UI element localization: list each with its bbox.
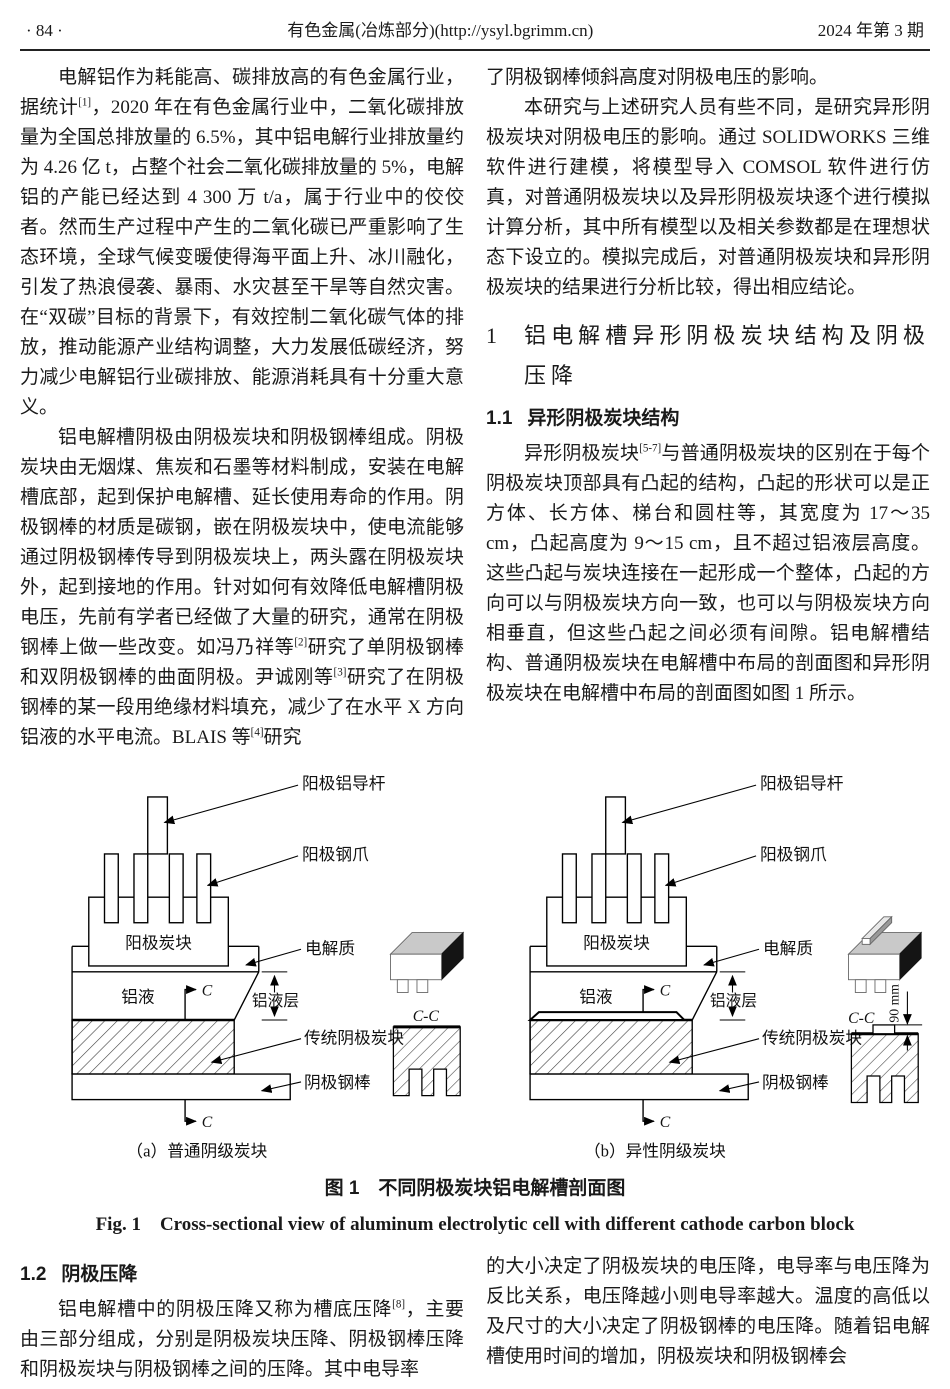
label-cathode-bar-a: 阴极钢棒 (304, 1073, 371, 1092)
label-cathode-block-a: 传统阴极炭块 (304, 1029, 404, 1048)
paragraph: 本研究与上述研究人员有些不同，是研究异形阴极炭块对阴极电压的影响。通过 SOLI… (486, 97, 930, 298)
block-3d-a (389, 931, 465, 993)
label-90mm-b: 90 mm (887, 984, 902, 1023)
section-1-heading: 1 铝电解槽异形阴极炭块结构及阴极压降 (486, 316, 930, 396)
section-cc-a (392, 1025, 461, 1097)
label-anode-block-b: 阳极炭块 (583, 933, 650, 952)
bottom-right-column: 的大小决定了阴极炭块的电压降，电导率与电压降为反比关系，电压降越小则电导率越大。… (486, 1252, 930, 1385)
paragraph: 了阴极钢棒倾斜高度对阴极电压的影响。 (486, 67, 829, 88)
section-1-2-heading: 1.2 阴极压降 (20, 1261, 464, 1289)
label-anode-claw-b: 阳极钢爪 (760, 845, 827, 864)
label-cathode-block-b: 传统阴极炭块 (762, 1029, 862, 1048)
label-aluminum-a: 铝液 (121, 987, 155, 1006)
label-cathode-bar-b: 阴极钢棒 (762, 1073, 829, 1092)
label-anode-rod-b: 阳极铝导杆 (760, 774, 844, 793)
journal-title: 有色金属(冶炼部分)(http://ysyl.bgrimm.cn) (287, 21, 594, 40)
label-aluminum-b: 铝液 (579, 987, 613, 1006)
figure-1-diagrams: 阳极铝导杆 阳极钢爪 阳极炭块 电解质 铝液 铝液层 传统阴极炭块 阴极钢棒 C… (20, 765, 930, 1163)
label-cc-a: C-C (413, 1008, 440, 1025)
section-letter-bottom-a: C (202, 1114, 213, 1131)
paragraph: 的大小决定了阴极炭块的电压降，电导率与电压降为反比关系，电压降越小则电导率越大。… (486, 1256, 930, 1367)
section-letter-top-b: C (660, 982, 671, 999)
intro-columns: 电解铝作为耗能高、碳排放高的有色金属行业，据统计[1]，2020 年在有色金属行… (20, 63, 930, 753)
paragraph: 异形阴极炭块[5-7]与普通阴极炭块的区别在于每个阴极炭块顶部具有凸起的结构，凸… (486, 442, 930, 704)
section-1-2-columns: 1.2 阴极压降 铝电解槽中的阴极压降又称为槽底压降[8]，主要由三部分组成，分… (20, 1252, 930, 1385)
leader-lines-a (163, 784, 302, 1093)
left-column: 电解铝作为耗能高、碳排放高的有色金属行业，据统计[1]，2020 年在有色金属行… (20, 63, 464, 753)
label-aluminum-layer-a: 铝液层 (252, 992, 299, 1010)
section-1-title: 铝电解槽异形阴极炭块结构及阴极压降 (524, 323, 930, 388)
section-1-number: 1 (486, 323, 497, 348)
label-electrolyte-b: 电解质 (763, 939, 813, 958)
subcaption-b: （b）异性阴级炭块 (584, 1142, 726, 1161)
diagram-b-shaped-cathode: 阳极铝导杆 阳极钢爪 阳极炭块 电解质 铝液 铝液层 传统阴极炭块 阴极钢棒 C… (527, 774, 923, 1161)
label-cc-b: C-C (848, 1010, 875, 1027)
bottom-left-column: 1.2 阴极压降 铝电解槽中的阴极压降又称为槽底压降[8]，主要由三部分组成，分… (20, 1252, 464, 1385)
right-column: 了阴极钢棒倾斜高度对阴极电压的影响。本研究与上述研究人员有些不同，是研究异形阴极… (486, 63, 930, 753)
section-letter-top-a: C (202, 982, 213, 999)
right-column-paragraphs: 了阴极钢棒倾斜高度对阴极电压的影响。本研究与上述研究人员有些不同，是研究异形阴极… (486, 63, 930, 303)
figure-1: 阳极铝导杆 阳极钢爪 阳极炭块 电解质 铝液 铝液层 传统阴极炭块 阴极钢棒 C… (20, 765, 930, 1236)
header-divider (20, 49, 930, 51)
label-electrolyte-a: 电解质 (305, 939, 355, 958)
block-3d-b (847, 915, 923, 993)
cell-drawing-a (71, 796, 291, 1126)
figure-1-caption-en: Fig. 1 Cross-sectional view of aluminum … (95, 1214, 855, 1235)
section-1-1-paragraphs: 异形阴极炭块[5-7]与普通阴极炭块的区别在于每个阴极炭块顶部具有凸起的结构，凸… (486, 439, 930, 709)
section-1-2-right-paragraphs: 的大小决定了阴极炭块的电压降，电导率与电压降为反比关系，电压降越小则电导率越大。… (486, 1252, 930, 1372)
label-anode-claw-a: 阳极钢爪 (302, 845, 369, 864)
page-number: · 84 · (26, 21, 63, 40)
section-letter-bottom-b: C (660, 1114, 671, 1131)
section-1-1-title: 异形阴极炭块结构 (527, 408, 680, 429)
section-1-1-heading: 1.1 异形阴极炭块结构 (486, 405, 930, 433)
paragraph: 电解铝作为耗能高、碳排放高的有色金属行业，据统计[1]，2020 年在有色金属行… (20, 67, 464, 418)
label-anode-rod-a: 阳极铝导杆 (302, 774, 386, 793)
cell-drawing-b (527, 796, 749, 1126)
section-1-2-left-paragraphs: 铝电解槽中的阴极压降又称为槽底压降[8]，主要由三部分组成，分别是阴极炭块压降、… (20, 1295, 464, 1385)
section-1-2-title: 阴极压降 (61, 1264, 138, 1285)
section-1-2-number: 1.2 (20, 1264, 47, 1285)
leader-lines-b (621, 784, 760, 1093)
diagram-a-normal-cathode: 阳极铝导杆 阳极钢爪 阳极炭块 电解质 铝液 铝液层 传统阴极炭块 阴极钢棒 C… (71, 774, 465, 1161)
label-aluminum-layer-b: 铝液层 (710, 992, 757, 1010)
subcaption-a: （a）普通阴级炭块 (126, 1142, 267, 1161)
paragraph: 铝电解槽中的阴极压降又称为槽底压降[8]，主要由三部分组成，分别是阴极炭块压降、… (20, 1298, 464, 1380)
issue-info: 2024 年第 3 期 (817, 21, 924, 40)
paragraph: 铝电解槽阴极由阴极炭块和阴极钢棒组成。阴极炭块由无烟煤、焦炭和石墨等材料制成，安… (20, 427, 464, 748)
section-cc-b (850, 991, 923, 1104)
label-anode-block-a: 阳极炭块 (125, 933, 192, 952)
section-1-1-number: 1.1 (486, 408, 513, 429)
page-header: · 84 · 有色金属(冶炼部分)(http://ysyl.bgrimm.cn)… (20, 0, 930, 47)
figure-1-caption-zh: 图 1 不同阴极炭块铝电解槽剖面图 (324, 1178, 626, 1199)
